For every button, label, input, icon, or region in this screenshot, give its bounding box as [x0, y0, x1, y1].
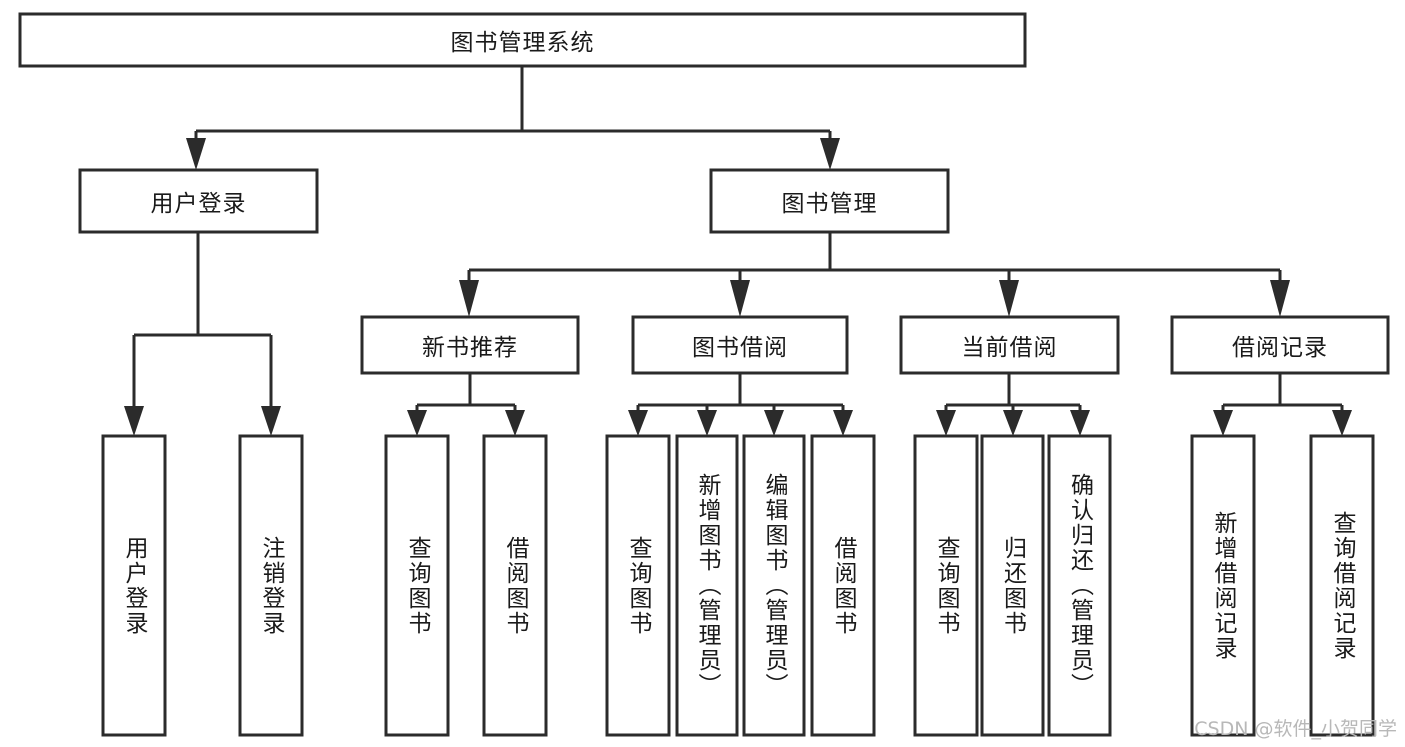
node-box-leaf-8[interactable] [913, 434, 979, 737]
node-box-level3-3[interactable] [1170, 315, 1390, 375]
arrow-head-icon [999, 280, 1019, 317]
node-label-level3-3: 借阅记录 [1232, 335, 1328, 361]
node-box-leaf-5[interactable] [675, 434, 739, 737]
arrow-head-icon [1003, 410, 1023, 436]
arrow-head-icon [459, 280, 479, 317]
arrow-head-icon [1332, 410, 1352, 436]
connector-records-to-leaves [1213, 373, 1352, 436]
arrow-head-icon [820, 138, 840, 170]
node-label-level2-0: 用户登录 [150, 191, 247, 217]
arrow-head-icon [186, 138, 206, 170]
arrow-head-icon [628, 410, 648, 436]
node-box-leaf-10[interactable] [1047, 434, 1112, 737]
csdn-watermark: CSDN @软件_小贺同学 [1194, 718, 1397, 740]
node-label-level3-2: 当前借阅 [961, 335, 1058, 361]
connector-root-to-level2 [186, 66, 840, 170]
node-label-level2-1: 图书管理 [781, 191, 878, 217]
connector-login-to-leaves [124, 232, 281, 436]
node-box-leaf-1[interactable] [238, 434, 304, 737]
node-box-root[interactable] [18, 12, 1027, 68]
connector-newbooks-to-leaves [407, 373, 525, 436]
node-label-level3-1: 图书借阅 [692, 335, 788, 361]
arrow-head-icon [764, 410, 784, 436]
node-label-level3-0: 新书推荐 [422, 335, 518, 361]
connector-borrow-to-leaves [628, 373, 853, 436]
node-box-leaf-12[interactable] [1309, 434, 1375, 737]
connector-books-to-level3 [459, 232, 1290, 317]
arrow-head-icon [1270, 280, 1290, 317]
arrow-head-icon [936, 410, 956, 436]
node-box-level2-0[interactable] [78, 168, 319, 234]
arrow-head-icon [833, 410, 853, 436]
node-box-leaf-0[interactable] [101, 434, 167, 737]
node-box-leaf-7[interactable] [810, 434, 876, 737]
node-box-leaf-6[interactable] [742, 434, 806, 737]
node-box-leaf-4[interactable] [605, 434, 671, 737]
arrow-head-icon [697, 410, 717, 436]
node-box-level3-1[interactable] [631, 315, 849, 375]
node-boxes-layer [18, 12, 1390, 737]
node-box-leaf-2[interactable] [384, 434, 450, 737]
arrow-head-icon [730, 280, 750, 317]
node-label-root: 图书管理系统 [450, 30, 595, 56]
arrow-head-icon [1213, 410, 1233, 436]
node-box-level3-2[interactable] [899, 315, 1120, 375]
node-box-leaf-11[interactable] [1190, 434, 1256, 737]
node-box-level3-0[interactable] [360, 315, 580, 375]
node-box-leaf-9[interactable] [980, 434, 1045, 737]
arrow-head-icon [261, 406, 281, 436]
connector-current-to-leaves [936, 373, 1090, 436]
node-box-leaf-3[interactable] [482, 434, 548, 737]
arrow-head-icon [505, 410, 525, 436]
arrow-head-icon [124, 406, 144, 436]
arrow-head-icon [1070, 410, 1090, 436]
node-box-level2-1[interactable] [709, 168, 950, 234]
arrow-head-icon [407, 410, 427, 436]
